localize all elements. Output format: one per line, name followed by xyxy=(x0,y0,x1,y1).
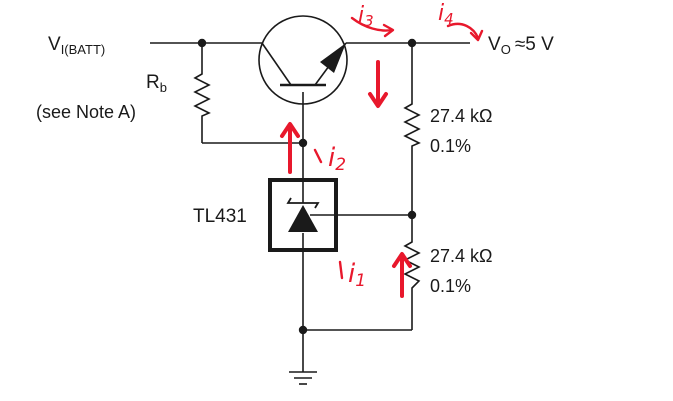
tl431-shunt-regulator xyxy=(268,178,338,252)
current-labels: i2 i1 i3 i4 xyxy=(328,1,454,291)
i4-label: i4 xyxy=(438,1,454,28)
r-bottom-tolerance: 0.1% xyxy=(430,276,471,296)
junction-dot xyxy=(298,325,308,335)
current-annotations xyxy=(280,16,484,298)
i3-down-arrow-icon xyxy=(368,60,388,108)
i4-arrow-icon xyxy=(446,22,484,42)
rb-note: (see Note A) xyxy=(36,102,136,122)
i2-up-arrow-icon xyxy=(280,122,300,174)
vo-label: VO≈5 V xyxy=(488,34,554,57)
i1-label: i1 xyxy=(348,259,366,291)
r-top-resistor xyxy=(403,100,421,150)
r-bottom-value: 27.4 kΩ xyxy=(430,246,493,266)
diode-triangle-icon xyxy=(288,205,318,232)
junction-dot xyxy=(407,38,417,48)
cathode-bar xyxy=(286,197,320,209)
transistor-body xyxy=(258,15,348,105)
r-bottom-resistor xyxy=(403,238,421,292)
ground-icon xyxy=(289,371,317,385)
junction-dot xyxy=(407,210,417,220)
i1-up-arrow-icon xyxy=(392,252,412,298)
rb-resistor xyxy=(193,70,211,120)
npn-transistor xyxy=(258,15,348,105)
transistor-collector xyxy=(261,42,292,86)
junction-dot xyxy=(197,38,207,48)
junction-dot xyxy=(298,138,308,148)
junctions xyxy=(197,38,417,335)
i2-label: i2 xyxy=(328,143,346,175)
printed-labels: VI(BATT) Rb (see Note A) TL431 VO≈5 V 27… xyxy=(36,34,554,296)
emitter-arrow-icon xyxy=(320,43,346,73)
rb-label: Rb xyxy=(146,72,167,95)
vin-label: VI(BATT) xyxy=(48,34,105,57)
i3-label: i3 xyxy=(358,3,374,30)
tl431-label: TL431 xyxy=(193,206,247,227)
r-top-tolerance: 0.1% xyxy=(430,136,471,156)
i3-arrow-icon xyxy=(350,16,395,38)
r-top-value: 27.4 kΩ xyxy=(430,106,493,126)
